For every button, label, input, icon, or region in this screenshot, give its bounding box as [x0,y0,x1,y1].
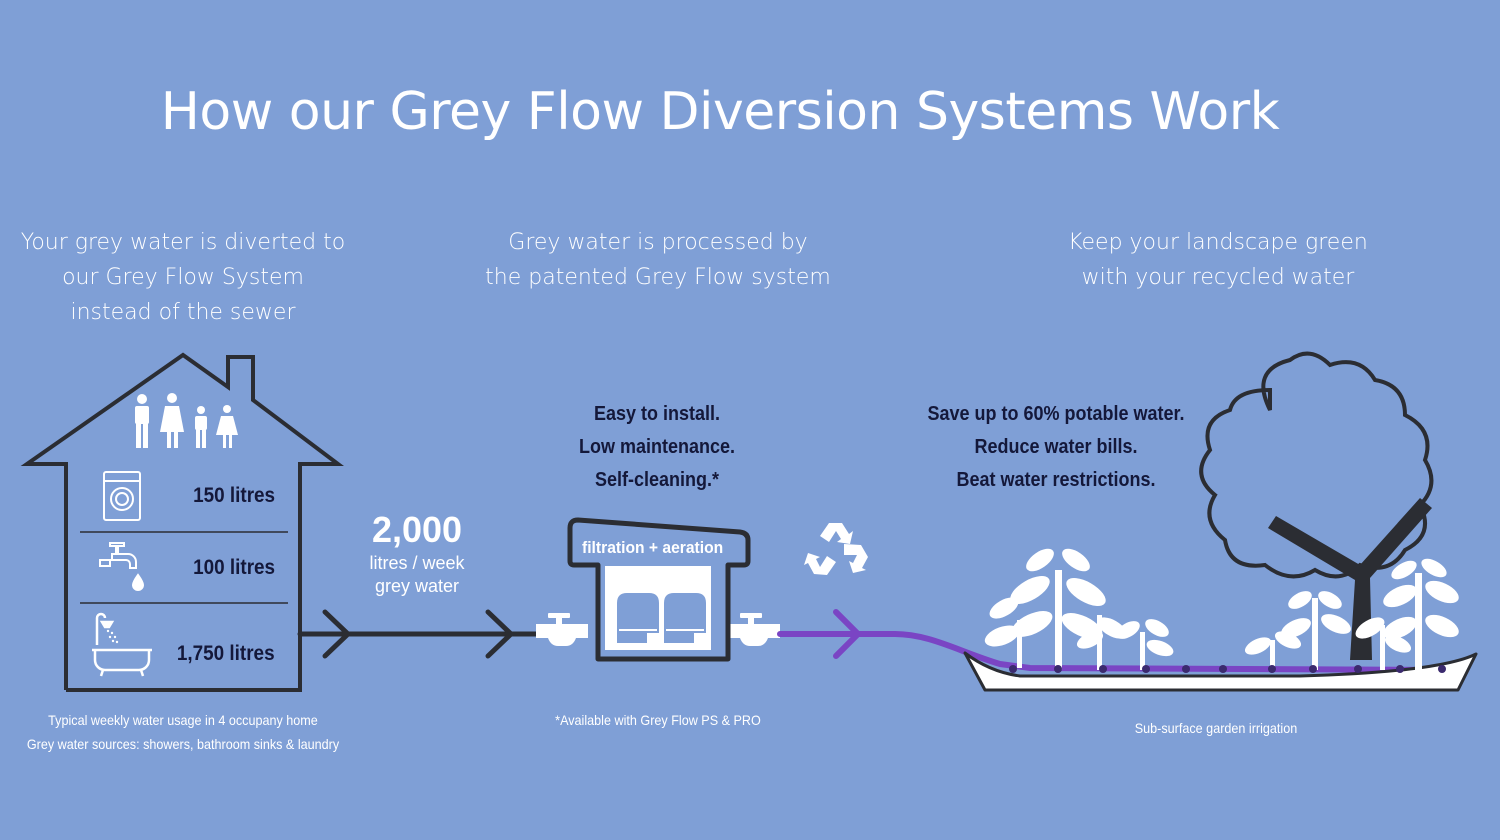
recycled-water-pipe [777,609,1443,673]
step2-heading-line: the patented Grey Flow system [485,265,831,290]
filtration-unit-icon [567,517,751,662]
drip-emitter-icon [1309,665,1317,673]
shower-bath-icon [92,612,152,677]
benefit-item: Save up to 60% potable water. [927,403,1185,425]
flow-unit-line: litres / week [369,553,465,573]
drip-emitter-icon [1354,665,1362,673]
drip-emitter-icon [1099,665,1107,673]
drip-emitter-icon [1009,665,1017,673]
step2-caption: *Available with Grey Flow PS & PRO [523,708,793,732]
recycle-icon [804,523,868,575]
flow-arrow-icon [485,609,515,659]
step1-heading-line: Your grey water is diverted to [20,230,346,255]
benefit-item: Beat water restrictions. [956,469,1156,491]
grey-water-pipe [297,609,539,659]
drip-emitter-icon [1142,665,1150,673]
step3-benefits: Save up to 60% potable water. Reduce wat… [912,398,1200,497]
benefit-item: Self-cleaning.* [594,469,720,491]
weekly-flow-unit: litres / week grey water [337,552,497,598]
page-title: How our Grey Flow Diversion Systems Work [160,82,1280,142]
usage-sinks: 100 litres [193,556,275,579]
drip-emitter-icon [1268,665,1276,673]
house-icon [20,352,344,692]
step2-heading-line: Grey water is processed by [508,230,808,255]
tree-icon [1199,351,1434,660]
weekly-flow-amount: 2,000 [371,509,463,550]
drip-emitter-icon [1438,665,1446,673]
valve-icon [728,613,780,646]
drip-emitter-icon [1054,665,1062,673]
usage-showers: 1,750 litres [177,642,275,665]
step3-caption: Sub-surface garden irrigation [1081,716,1351,740]
drip-emitter-icon [1396,665,1404,673]
step3-heading: Keep your landscape green with your recy… [1048,225,1388,295]
step2-heading: Grey water is processed by the patented … [478,225,838,295]
family-icon [135,393,238,448]
caption-line: *Available with Grey Flow PS & PRO [555,712,761,728]
step1-heading: Your grey water is diverted to our Grey … [13,225,353,330]
garden-bed [963,651,1478,692]
caption-line: Typical weekly water usage in 4 occupany… [48,712,318,728]
step2-benefits: Easy to install. Low maintenance. Self-c… [549,398,765,497]
benefit-item: Low maintenance. [578,436,736,458]
caption-line: Sub-surface garden irrigation [1134,720,1298,736]
flow-unit-line: grey water [374,576,460,596]
step1-heading-line: instead of the sewer [70,300,296,325]
step3-heading-line: with your recycled water [1081,265,1355,290]
valve-icon [536,613,588,646]
step1-caption: Typical weekly water usage in 4 occupany… [18,708,347,756]
filtration-unit-label: filtration + aeration [582,538,724,557]
washing-machine-icon [103,471,141,521]
step3-heading-line: Keep your landscape green [1068,230,1368,255]
usage-laundry: 150 litres [193,484,275,507]
step1-heading-line: our Grey Flow System [62,265,304,290]
drip-emitters [1009,665,1446,673]
benefit-item: Easy to install. [593,403,721,425]
benefit-item: Reduce water bills. [974,436,1138,458]
plants-icon [984,548,1459,670]
tap-icon [99,542,145,591]
flow-arrow-icon [833,609,863,659]
caption-line: Grey water sources: showers, bathroom si… [26,736,340,752]
drip-emitter-icon [1182,665,1190,673]
drip-emitter-icon [1219,665,1227,673]
flow-arrow-icon [322,609,352,659]
